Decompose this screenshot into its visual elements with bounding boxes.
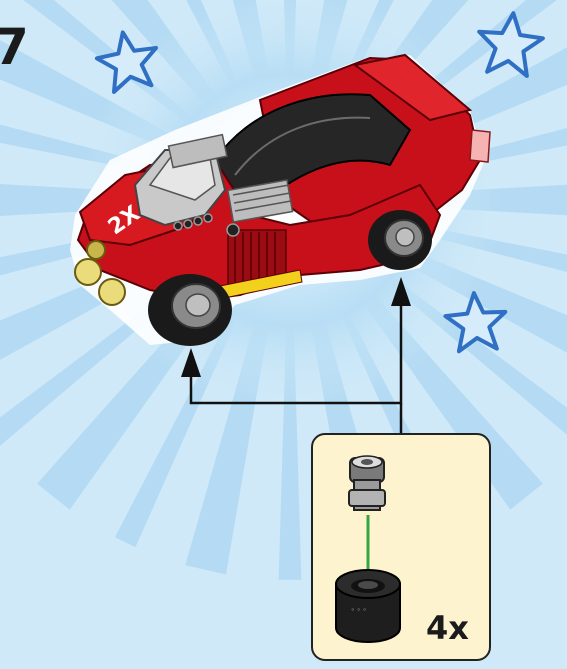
step-number: 7 [0, 22, 29, 72]
front-wheel [148, 274, 232, 346]
part-quantity: 4x [426, 612, 469, 644]
rear-wheel [368, 210, 432, 270]
